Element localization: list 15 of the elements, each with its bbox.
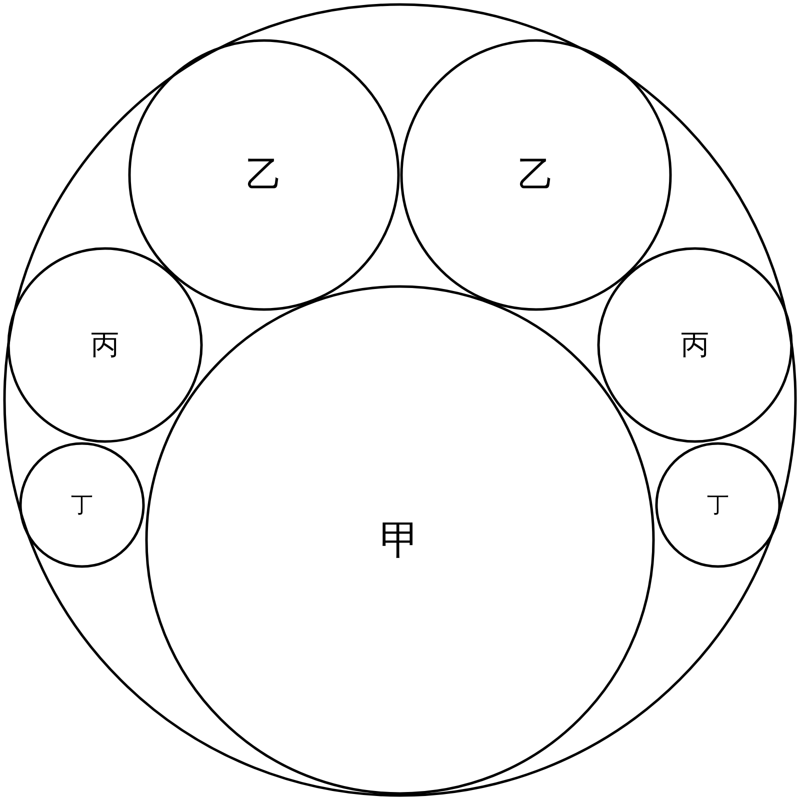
circle-shape: [19, 442, 145, 568]
circle-label: 乙: [518, 154, 554, 198]
circle-label: 丁: [707, 492, 729, 520]
circle-label: 乙: [246, 154, 282, 198]
circle-shape: [655, 442, 781, 568]
circle-label: 丙: [681, 327, 709, 363]
circle-label: 甲: [380, 516, 420, 566]
circle-label: 丁: [71, 492, 93, 520]
circle-shape: [597, 247, 793, 443]
circle-shape: [145, 285, 655, 795]
circle-label: 丙: [91, 327, 119, 363]
circle-shape: [128, 39, 400, 311]
circle-shape: [3, 3, 797, 797]
circle-shape: [7, 247, 203, 443]
circle-shape: [400, 39, 672, 311]
